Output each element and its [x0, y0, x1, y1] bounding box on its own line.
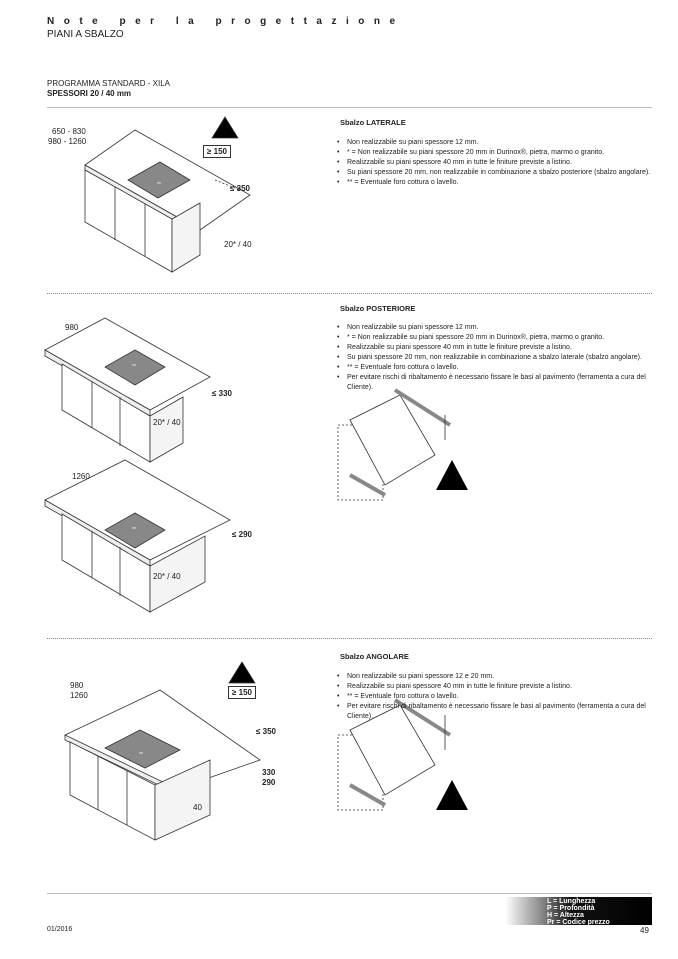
abbreviation-legend: L = Lunghezza P = Profondità H = Altezza… [505, 897, 652, 926]
hob-marker: ** [157, 182, 161, 188]
footer-date: 01/2016 [47, 926, 73, 933]
dim-depth-a: 330 [262, 768, 276, 777]
legend-item: L = Lunghezza [547, 898, 596, 905]
dim-depth-b: 290 [262, 778, 276, 787]
legend-item: Pr = Codice prezzo [547, 919, 610, 926]
list-item: ** = Eventuale foro cottura o lavello. [335, 178, 655, 188]
divider [47, 638, 652, 639]
legend-item: P = Profondità [547, 905, 595, 912]
list-item: Realizzabile su piani spessore 40 mm in … [335, 158, 655, 168]
divider [47, 893, 652, 894]
list-item: Realizzabile su piani spessore 40 mm in … [335, 682, 655, 692]
list-item: Su piani spessore 20 mm, non realizzabil… [335, 168, 655, 178]
list-item: ** = Eventuale foro cottura o lavello. [335, 692, 655, 702]
dim-max-overhang: ≤ 330 [212, 389, 232, 398]
page-number: 49 [640, 926, 649, 935]
list-item: ** = Eventuale foro cottura o lavello. [335, 363, 655, 373]
list-item: Non realizzabile su piani spessore 12 mm… [335, 138, 655, 148]
hob-marker: ** [139, 752, 143, 758]
list-item: Su piani spessore 20 mm, non realizzabil… [335, 353, 655, 363]
legend-item: H = Altezza [547, 912, 584, 919]
list-item: Non realizzabile su piani spessore 12 mm… [335, 323, 655, 333]
dim-max-overhang: ≤ 350 [230, 184, 250, 193]
list-item: Per evitare rischi di ribaltamento è nec… [335, 373, 655, 393]
divider [47, 293, 652, 294]
island-drawing-posterior-1260 [44, 459, 231, 613]
dim-max-overhang: ≤ 290 [232, 530, 252, 539]
dim-max-overhang: ≤ 350 [256, 727, 276, 736]
list-item: Per evitare rischi di ribaltamento è nec… [335, 702, 655, 722]
dim-thickness: 20* / 40 [153, 418, 181, 427]
island-drawing-angular [64, 661, 261, 841]
bullet-list-angular: Non realizzabile su piani spessore 12 e … [335, 672, 655, 722]
list-item: * = Non realizzabile su piani spessore 2… [335, 148, 655, 158]
thickness-heading: SPESSORI 20 / 40 mm [47, 89, 132, 98]
island-drawing-posterior-980 [44, 317, 211, 463]
bullet-list-posterior: Non realizzabile su piani spessore 12 mm… [335, 323, 655, 393]
bullet-list-lateral: Non realizzabile su piani spessore 12 mm… [335, 138, 655, 188]
dim-length-a: 980 [70, 681, 84, 690]
dim-min-overhang: ≥ 150 [228, 686, 256, 699]
dim-min-overhang: ≥ 150 [203, 145, 231, 158]
section-title-lateral: Sbalzo LATERALE [340, 118, 406, 127]
dim-thickness: 20* / 40 [153, 572, 181, 581]
divider [47, 107, 652, 108]
list-item: Non realizzabile su piani spessore 12 e … [335, 672, 655, 682]
program-name: PROGRAMMA STANDARD - XILA [47, 79, 170, 88]
section-title-angular: Sbalzo ANGOLARE [340, 652, 409, 661]
island-drawing-lateral [84, 116, 251, 273]
dim-thickness: 40 [193, 803, 202, 812]
dim-length-a: 650 - 830 [52, 127, 86, 136]
dim-length: 980 [65, 323, 79, 332]
dim-length-b: 980 - 1260 [48, 137, 87, 146]
page-title: Note per la progettazione [47, 16, 405, 27]
tipping-diagram-posterior [337, 388, 468, 501]
hob-marker: ** [132, 364, 136, 370]
page-subtitle: PIANI A SBALZO [47, 29, 124, 40]
dim-length: 1260 [72, 472, 90, 481]
dim-thickness: 20* / 40 [224, 240, 252, 249]
hob-marker: ** [132, 527, 136, 533]
dim-length-b: 1260 [70, 691, 88, 700]
list-item: * = Non realizzabile su piani spessore 2… [335, 333, 655, 343]
list-item: Realizzabile su piani spessore 40 mm in … [335, 343, 655, 353]
section-title-posterior: Sbalzo POSTERIORE [340, 304, 416, 313]
